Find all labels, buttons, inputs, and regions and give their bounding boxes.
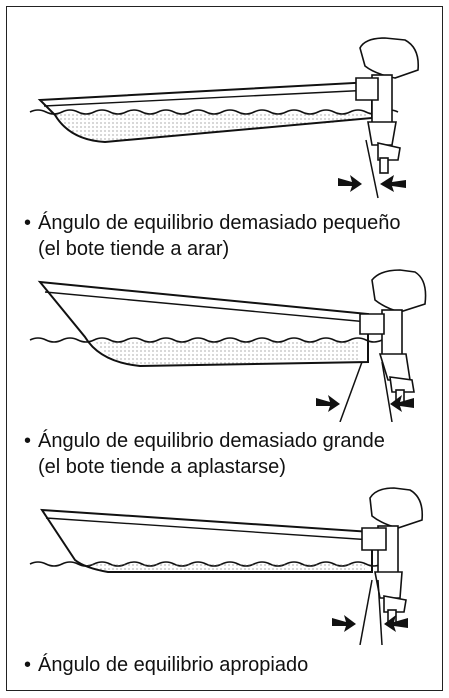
- caption-trim-proper: •Ángulo de equilibrio apropiado: [24, 654, 309, 676]
- bullet: •: [24, 654, 32, 676]
- trim-too-small-illustration: [0, 30, 449, 200]
- bullet: •: [24, 212, 32, 234]
- caption-trim-too-small: •Ángulo de equilibrio demasiado pequeño …: [24, 212, 401, 260]
- page-frame: [6, 6, 443, 691]
- trim-too-large-illustration: [0, 262, 449, 422]
- trim-proper-illustration: [0, 480, 449, 645]
- caption-trim-too-large: •Ángulo de equilibrio demasiado grande (…: [24, 430, 385, 478]
- bullet: •: [24, 430, 32, 452]
